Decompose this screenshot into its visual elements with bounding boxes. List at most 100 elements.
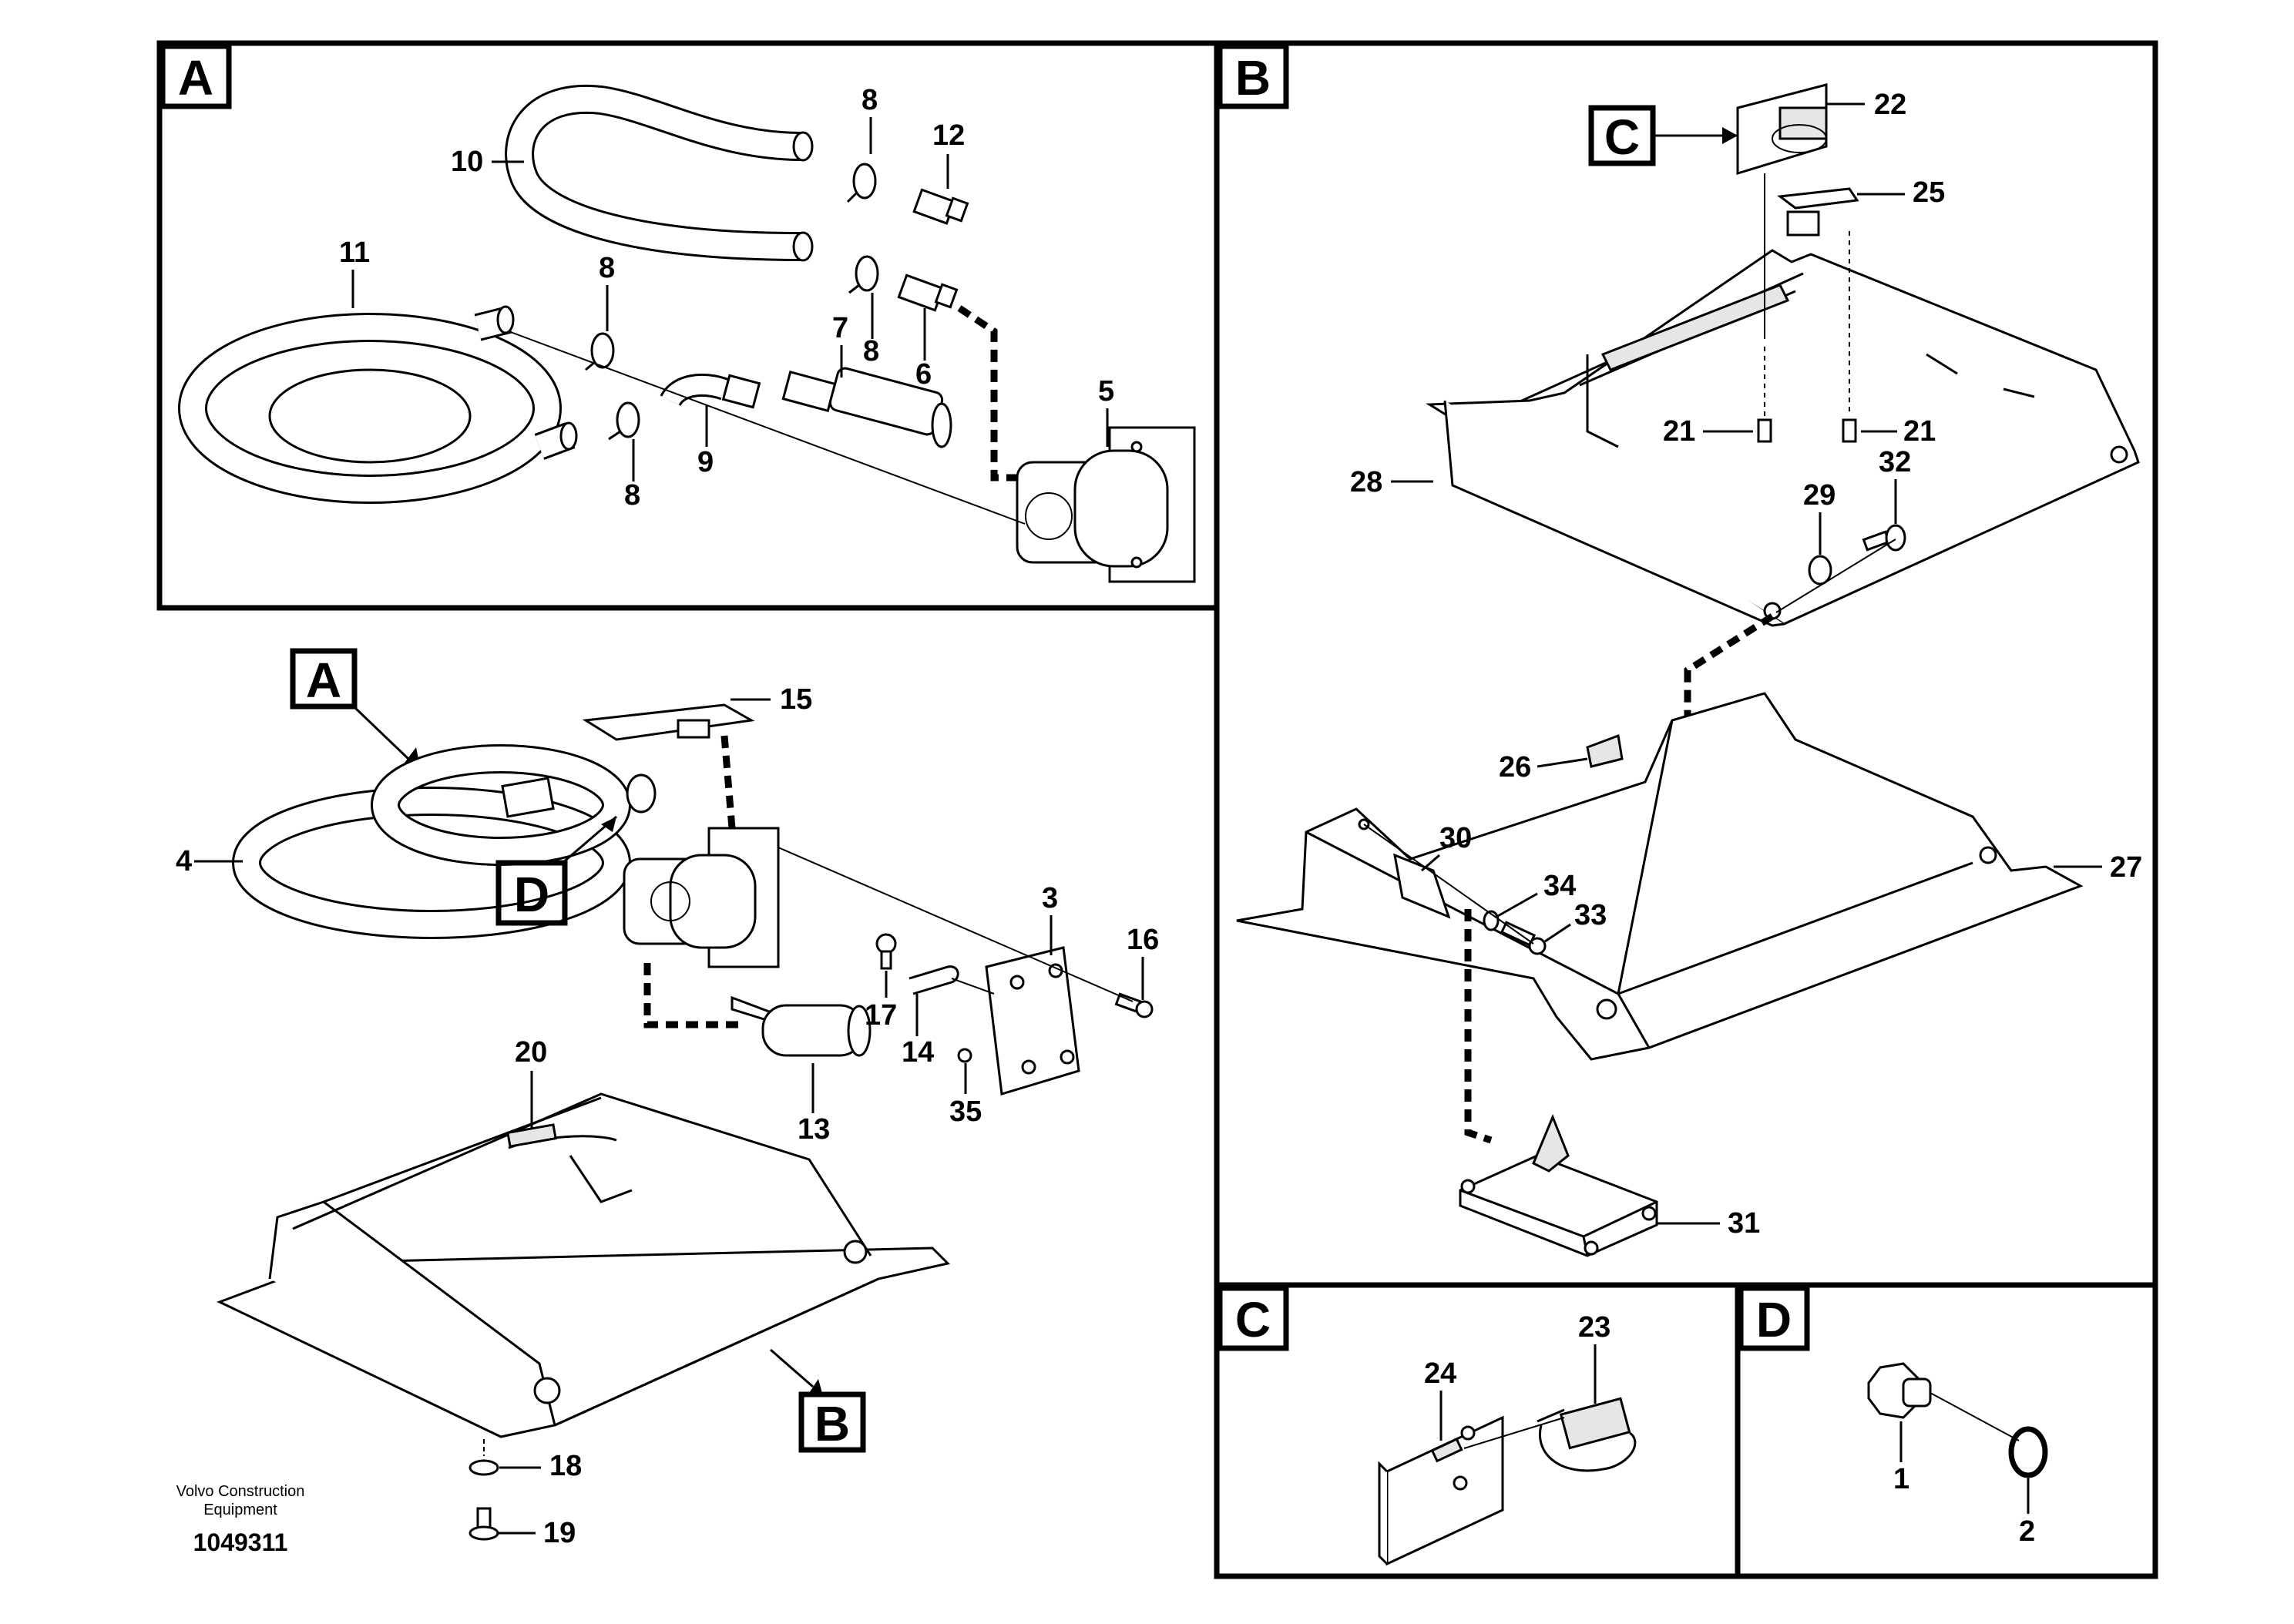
callout-26: 26: [1499, 751, 1588, 783]
svg-text:11: 11: [339, 237, 370, 269]
callout-9: 9: [697, 404, 714, 478]
svg-text:Equipment: Equipment: [203, 1502, 277, 1518]
svg-text:17: 17: [865, 999, 897, 1032]
panel-b-label: B: [1217, 43, 1289, 109]
callout-29: 29: [1803, 479, 1836, 555]
callout-33: 33: [1544, 899, 1607, 943]
bolt-19: [469, 1507, 499, 1541]
screw-21-left: [1757, 347, 1772, 443]
callout-19: 19: [497, 1517, 576, 1549]
svg-text:24: 24: [1424, 1357, 1456, 1390]
panel-a-label: A: [160, 43, 232, 109]
ref-box-b: B: [770, 1348, 866, 1453]
svg-text:13: 13: [798, 1113, 830, 1146]
fitting-12: [912, 188, 969, 225]
callout-3: 3: [1042, 882, 1058, 955]
svg-text:12: 12: [932, 119, 965, 152]
plate-24: [1378, 1415, 1504, 1566]
svg-text:6: 6: [915, 358, 932, 391]
svg-text:B: B: [1235, 50, 1271, 106]
svg-text:15: 15: [780, 683, 812, 716]
bolt-17: [875, 933, 897, 970]
callout-18: 18: [499, 1450, 582, 1482]
svg-text:5: 5: [1098, 375, 1114, 408]
svg-text:10: 10: [451, 146, 483, 178]
valve-7: [781, 367, 952, 448]
svg-text:D: D: [514, 867, 549, 922]
ref-box-c: C: [1588, 105, 1738, 166]
callout-32: 32: [1879, 446, 1911, 524]
bracket-3: [985, 946, 1080, 1096]
svg-text:7: 7: [832, 312, 848, 344]
svg-text:14: 14: [902, 1036, 934, 1069]
svg-text:31: 31: [1728, 1207, 1760, 1240]
fitting-6: [897, 273, 959, 312]
callout-11: 11: [339, 237, 370, 308]
bolt-35: [957, 1048, 972, 1063]
clamp-8-left-top: [585, 332, 615, 371]
callout-14: 14: [902, 994, 934, 1069]
callout-1: 1: [1893, 1421, 1909, 1495]
svg-text:19: 19: [543, 1517, 576, 1549]
panel-c-label: C: [1217, 1285, 1289, 1351]
cover-15: [582, 703, 755, 741]
washer-29: [1808, 555, 1832, 586]
dash-b2: [1464, 909, 1493, 1144]
callout-21-right: 21: [1861, 415, 1936, 448]
svg-text:25: 25: [1913, 176, 1945, 209]
svg-text:2: 2: [2019, 1515, 2035, 1548]
svg-text:A: A: [178, 50, 213, 106]
leader-a1: [508, 331, 1026, 525]
plug-1: [1867, 1362, 1932, 1419]
callout-21-left: 21: [1663, 415, 1753, 448]
callout-17: 17: [865, 971, 897, 1032]
hose-10: [505, 84, 814, 262]
tray-20: [217, 1092, 950, 1438]
hose-11: [178, 305, 578, 504]
credit-block: Volvo Construction Equipment 1049311: [176, 1483, 305, 1556]
svg-text:8: 8: [599, 252, 615, 284]
svg-text:23: 23: [1578, 1311, 1611, 1344]
svg-text:30: 30: [1439, 822, 1472, 854]
callout-24: 24: [1424, 1357, 1456, 1441]
callout-23: 23: [1578, 1311, 1611, 1404]
elbow-9: [660, 374, 761, 409]
clamp-8-top: [846, 163, 877, 203]
svg-text:16: 16: [1127, 924, 1159, 956]
svg-text:9: 9: [697, 446, 714, 478]
callout-35: 35: [949, 1063, 982, 1128]
svg-text:27: 27: [2110, 851, 2142, 884]
bolt-16: [1114, 992, 1154, 1018]
svg-text:C: C: [1235, 1292, 1271, 1347]
dash-15: [720, 735, 736, 829]
bolt-32: [1862, 524, 1906, 552]
pump-5: [1016, 426, 1196, 583]
clip-14: [909, 965, 959, 995]
dash-13: [643, 963, 740, 1028]
svg-text:B: B: [814, 1396, 850, 1451]
cover-28: [1426, 249, 2140, 627]
panel-d-frame: [1735, 1282, 2158, 1579]
svg-text:C: C: [1604, 109, 1640, 165]
dash-a1: [957, 305, 1017, 481]
hose-4-assembly: [232, 744, 657, 939]
filter-13: [731, 995, 872, 1057]
svg-text:21: 21: [1903, 415, 1936, 448]
leader-assembly: [778, 847, 1134, 1002]
panel-d-label: D: [1738, 1285, 1810, 1351]
svg-text:8: 8: [862, 84, 878, 116]
sensor-23: [1537, 1397, 1637, 1472]
callout-10: 10: [451, 146, 524, 178]
callout-8d: 8: [624, 439, 640, 512]
leader-c: [1463, 1417, 1565, 1449]
svg-text:Volvo Construction: Volvo Construction: [176, 1483, 305, 1500]
callout-7: 7: [832, 312, 848, 377]
svg-text:32: 32: [1879, 446, 1911, 478]
callout-20: 20: [515, 1036, 547, 1129]
callout-13: 13: [798, 1063, 830, 1146]
callout-34: 34: [1496, 870, 1576, 918]
callout-8c: 8: [863, 293, 879, 367]
callout-8b: 8: [599, 252, 615, 331]
